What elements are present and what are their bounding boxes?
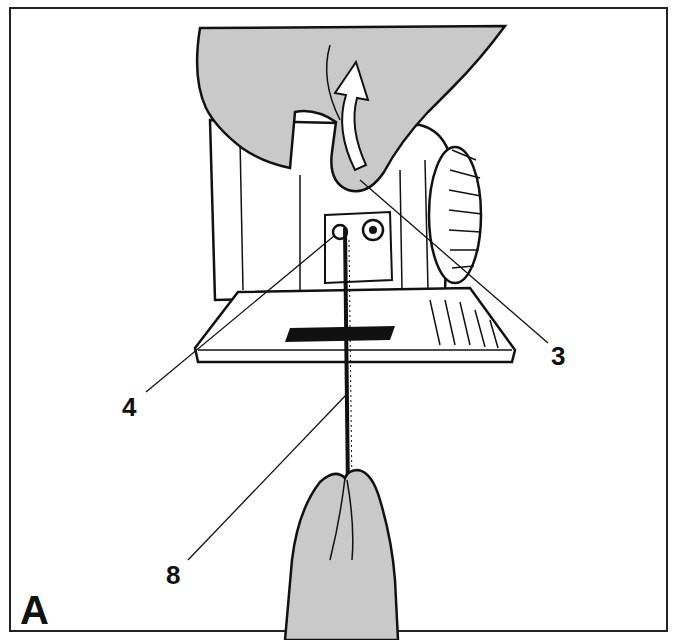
upper-hand [197, 26, 505, 191]
callout-number: 3 [551, 343, 565, 369]
blade-teeth [349, 240, 352, 490]
leader-line [360, 180, 548, 343]
blade-holder [325, 212, 392, 283]
hand-crease [327, 45, 340, 120]
leader-line [146, 236, 334, 392]
figure-letter: A [20, 590, 49, 630]
base-plate [195, 288, 515, 362]
leader-line [188, 395, 346, 560]
roller [363, 220, 383, 240]
callout-number: 8 [166, 562, 180, 588]
finger-lines [330, 478, 353, 560]
lower-hand [285, 470, 398, 640]
roller-hub [369, 226, 377, 234]
callout-number: 4 [122, 394, 136, 420]
base-slot [285, 326, 395, 342]
base-ribs [430, 300, 498, 348]
rotation-arrow [335, 62, 368, 170]
base-edge [198, 349, 512, 351]
dial-ridges [449, 150, 482, 268]
saw-blade [345, 228, 348, 492]
